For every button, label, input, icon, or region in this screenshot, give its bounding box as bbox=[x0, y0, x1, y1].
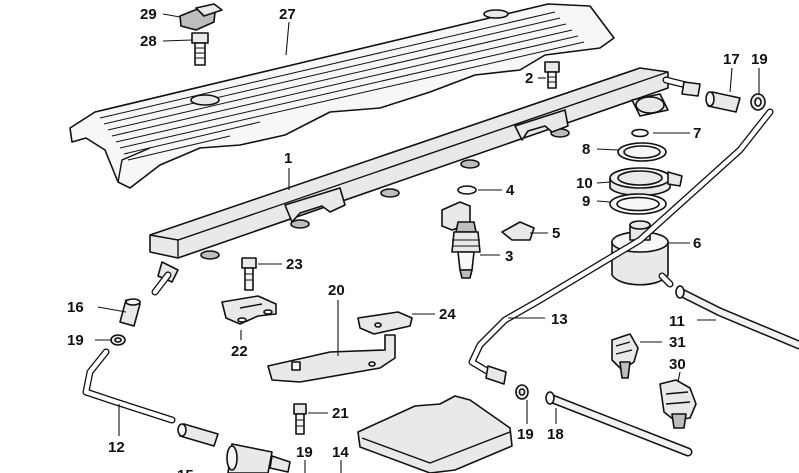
callout-19-center: 19 bbox=[517, 426, 534, 443]
callout-24: 24 bbox=[439, 306, 456, 323]
filter-part bbox=[226, 443, 291, 473]
callout-5: 5 bbox=[552, 225, 560, 242]
clamp-part-19-center bbox=[515, 384, 529, 400]
callout-14: 14 bbox=[332, 444, 349, 461]
pipe-part-12 bbox=[82, 348, 176, 424]
clamp-part-19-top bbox=[750, 93, 766, 111]
callout-labels: 29 27 28 2 17 19 1 7 8 10 9 4 5 6 3 23 2… bbox=[67, 6, 768, 473]
leader-lines bbox=[95, 13, 760, 473]
rail-part-1 bbox=[149, 67, 701, 296]
callout-4: 4 bbox=[506, 182, 515, 199]
callout-16: 16 bbox=[67, 299, 84, 316]
bolt-part-23 bbox=[241, 257, 257, 291]
hose-part-17 bbox=[705, 91, 741, 113]
clip-part-5 bbox=[501, 221, 535, 241]
callout-30: 30 bbox=[669, 356, 686, 373]
plate-part-24 bbox=[357, 311, 413, 335]
injector-part-3 bbox=[441, 201, 481, 279]
callout-12: 12 bbox=[108, 439, 125, 456]
hose-part-15 bbox=[177, 423, 219, 447]
callout-9: 9 bbox=[582, 193, 590, 210]
callout-21: 21 bbox=[332, 405, 349, 422]
callout-13: 13 bbox=[551, 311, 568, 328]
callout-7: 7 bbox=[693, 125, 701, 142]
callout-15: 15 bbox=[177, 467, 194, 473]
callout-17: 17 bbox=[723, 51, 740, 68]
oring-part-4 bbox=[457, 185, 477, 195]
callout-19-top: 19 bbox=[751, 51, 768, 68]
callout-28: 28 bbox=[140, 33, 157, 50]
callout-3: 3 bbox=[505, 248, 513, 265]
callout-18: 18 bbox=[547, 426, 564, 443]
bolt-part-2 bbox=[544, 61, 560, 89]
hose-part-18 bbox=[545, 391, 693, 457]
callout-29: 29 bbox=[140, 6, 157, 23]
bolt-part-21 bbox=[293, 403, 307, 435]
callout-22: 22 bbox=[231, 343, 248, 360]
callout-6: 6 bbox=[693, 235, 701, 252]
callout-2: 2 bbox=[525, 70, 533, 87]
hose-part-11 bbox=[675, 285, 799, 350]
bracket-part-20 bbox=[267, 334, 396, 383]
cover-part-27 bbox=[69, 3, 615, 189]
callout-23: 23 bbox=[286, 256, 303, 273]
clamp-part-10 bbox=[609, 167, 683, 197]
callout-19-bottom: 19 bbox=[296, 444, 313, 461]
callout-20: 20 bbox=[328, 282, 345, 299]
callout-1: 1 bbox=[284, 150, 292, 167]
callout-19-left: 19 bbox=[67, 332, 84, 349]
clip-part-30 bbox=[659, 379, 697, 429]
bracket-part-22 bbox=[221, 295, 277, 325]
callout-8: 8 bbox=[582, 141, 590, 158]
clip-part-29 bbox=[179, 3, 223, 31]
callout-11: 11 bbox=[669, 313, 685, 330]
hose-part-16 bbox=[119, 298, 141, 327]
seal-part-8 bbox=[617, 142, 667, 162]
callout-31: 31 bbox=[669, 334, 686, 351]
oring-part-7 bbox=[631, 128, 649, 138]
clip-part-31 bbox=[611, 333, 639, 379]
callout-27: 27 bbox=[279, 6, 296, 23]
pipe-part-13 bbox=[468, 108, 774, 385]
ring-part-9 bbox=[609, 193, 667, 215]
callout-10: 10 bbox=[576, 175, 593, 192]
clamp-part-19-left bbox=[110, 334, 126, 346]
bottom-plate-part bbox=[357, 395, 513, 473]
bolt-part-28 bbox=[191, 32, 209, 66]
